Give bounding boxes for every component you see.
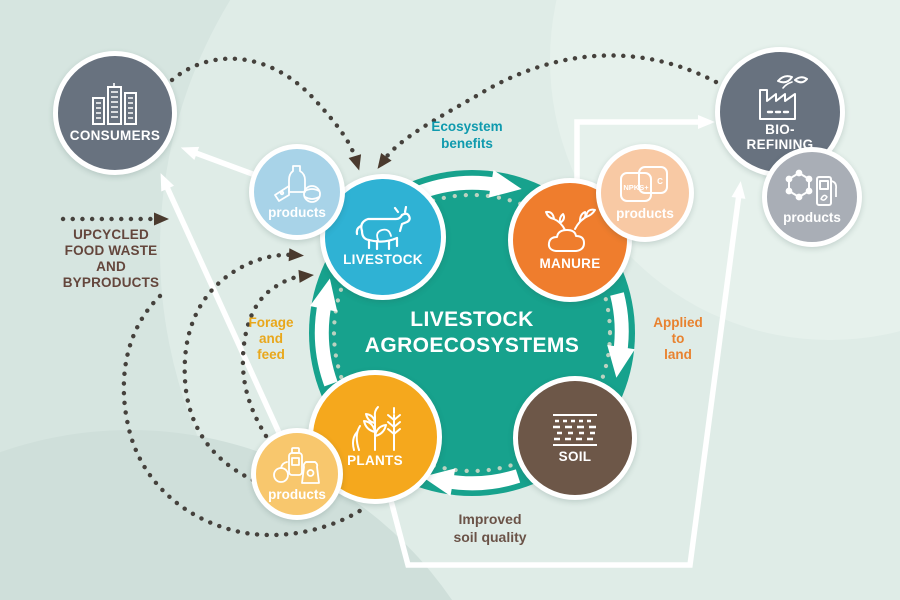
dairy-foods-icon <box>274 165 321 203</box>
node-label: products <box>268 486 326 502</box>
cycle-arrow-manure-to-soil <box>607 292 635 378</box>
node-biorefining-products: products <box>762 147 862 247</box>
factory-leaves-icon <box>759 75 808 120</box>
dotted-arrow-plant-products-to-livestock-outer <box>182 248 304 483</box>
label-forage-and-feed: Forage and feed <box>248 315 294 363</box>
node-biorefining: BIO- REFINING <box>715 47 845 177</box>
dotted-cycle-ring <box>331 192 613 474</box>
node-label: LIVESTOCK <box>343 252 423 268</box>
diagram-title: LIVESTOCK AGROECOSYSTEMS <box>364 307 580 357</box>
city-buildings-icon <box>92 83 137 126</box>
label-upcycled-food-waste: UPCYCLED FOOD WASTE AND BYPRODUCTS <box>62 227 160 290</box>
label-ecosystem-benefits: Ecosystem benefits <box>431 119 503 151</box>
molecule-fuel-icon <box>785 169 838 206</box>
arrow-plant-products-to-consumers <box>160 173 284 439</box>
node-label: products <box>783 209 841 225</box>
carbon-badge-label: C <box>657 177 663 186</box>
plant-foods-icon <box>273 447 320 484</box>
node-consumers: CONSUMERS <box>53 51 177 175</box>
node-manure-products: NPKS+ C products <box>596 144 694 242</box>
npks-carbon-icon: NPKS+ C <box>620 165 668 202</box>
arrow-plants-to-biorefining <box>382 181 746 568</box>
dotted-arrow-plant-products-to-livestock-inner <box>240 269 314 439</box>
arrow-livestock-products-to-consumers <box>180 146 259 179</box>
cycle-arrow-soil-to-plants <box>422 468 521 496</box>
node-label: products <box>268 204 326 220</box>
dotted-arrow-consumers-to-livestock <box>169 56 362 171</box>
label-applied-to-land: Applied to land <box>653 315 703 363</box>
dotted-arc-byproducts-to-plant-products <box>121 293 369 538</box>
node-label: MANURE <box>539 256 601 272</box>
label-improved-soil-quality: Improved soil quality <box>453 511 527 545</box>
node-label: CONSUMERS <box>69 128 161 144</box>
manure-pile-icon <box>545 209 596 253</box>
cycle-arrow-plants-to-livestock <box>309 278 338 387</box>
cow-icon <box>355 206 411 251</box>
node-label: products <box>616 205 674 221</box>
node-plants-products: products <box>251 428 343 520</box>
node-label: PLANTS <box>347 453 403 469</box>
cycle-arrow-livestock-to-manure <box>418 170 522 199</box>
node-soil: SOIL <box>513 376 637 500</box>
soil-layers-icon <box>553 414 597 447</box>
node-livestock-products: products <box>249 144 345 240</box>
node-plants: PLANTS <box>308 370 442 504</box>
crops-icon <box>352 406 401 452</box>
node-label: SOIL <box>558 449 592 465</box>
npks-badge-label: NPKS+ <box>623 183 649 192</box>
